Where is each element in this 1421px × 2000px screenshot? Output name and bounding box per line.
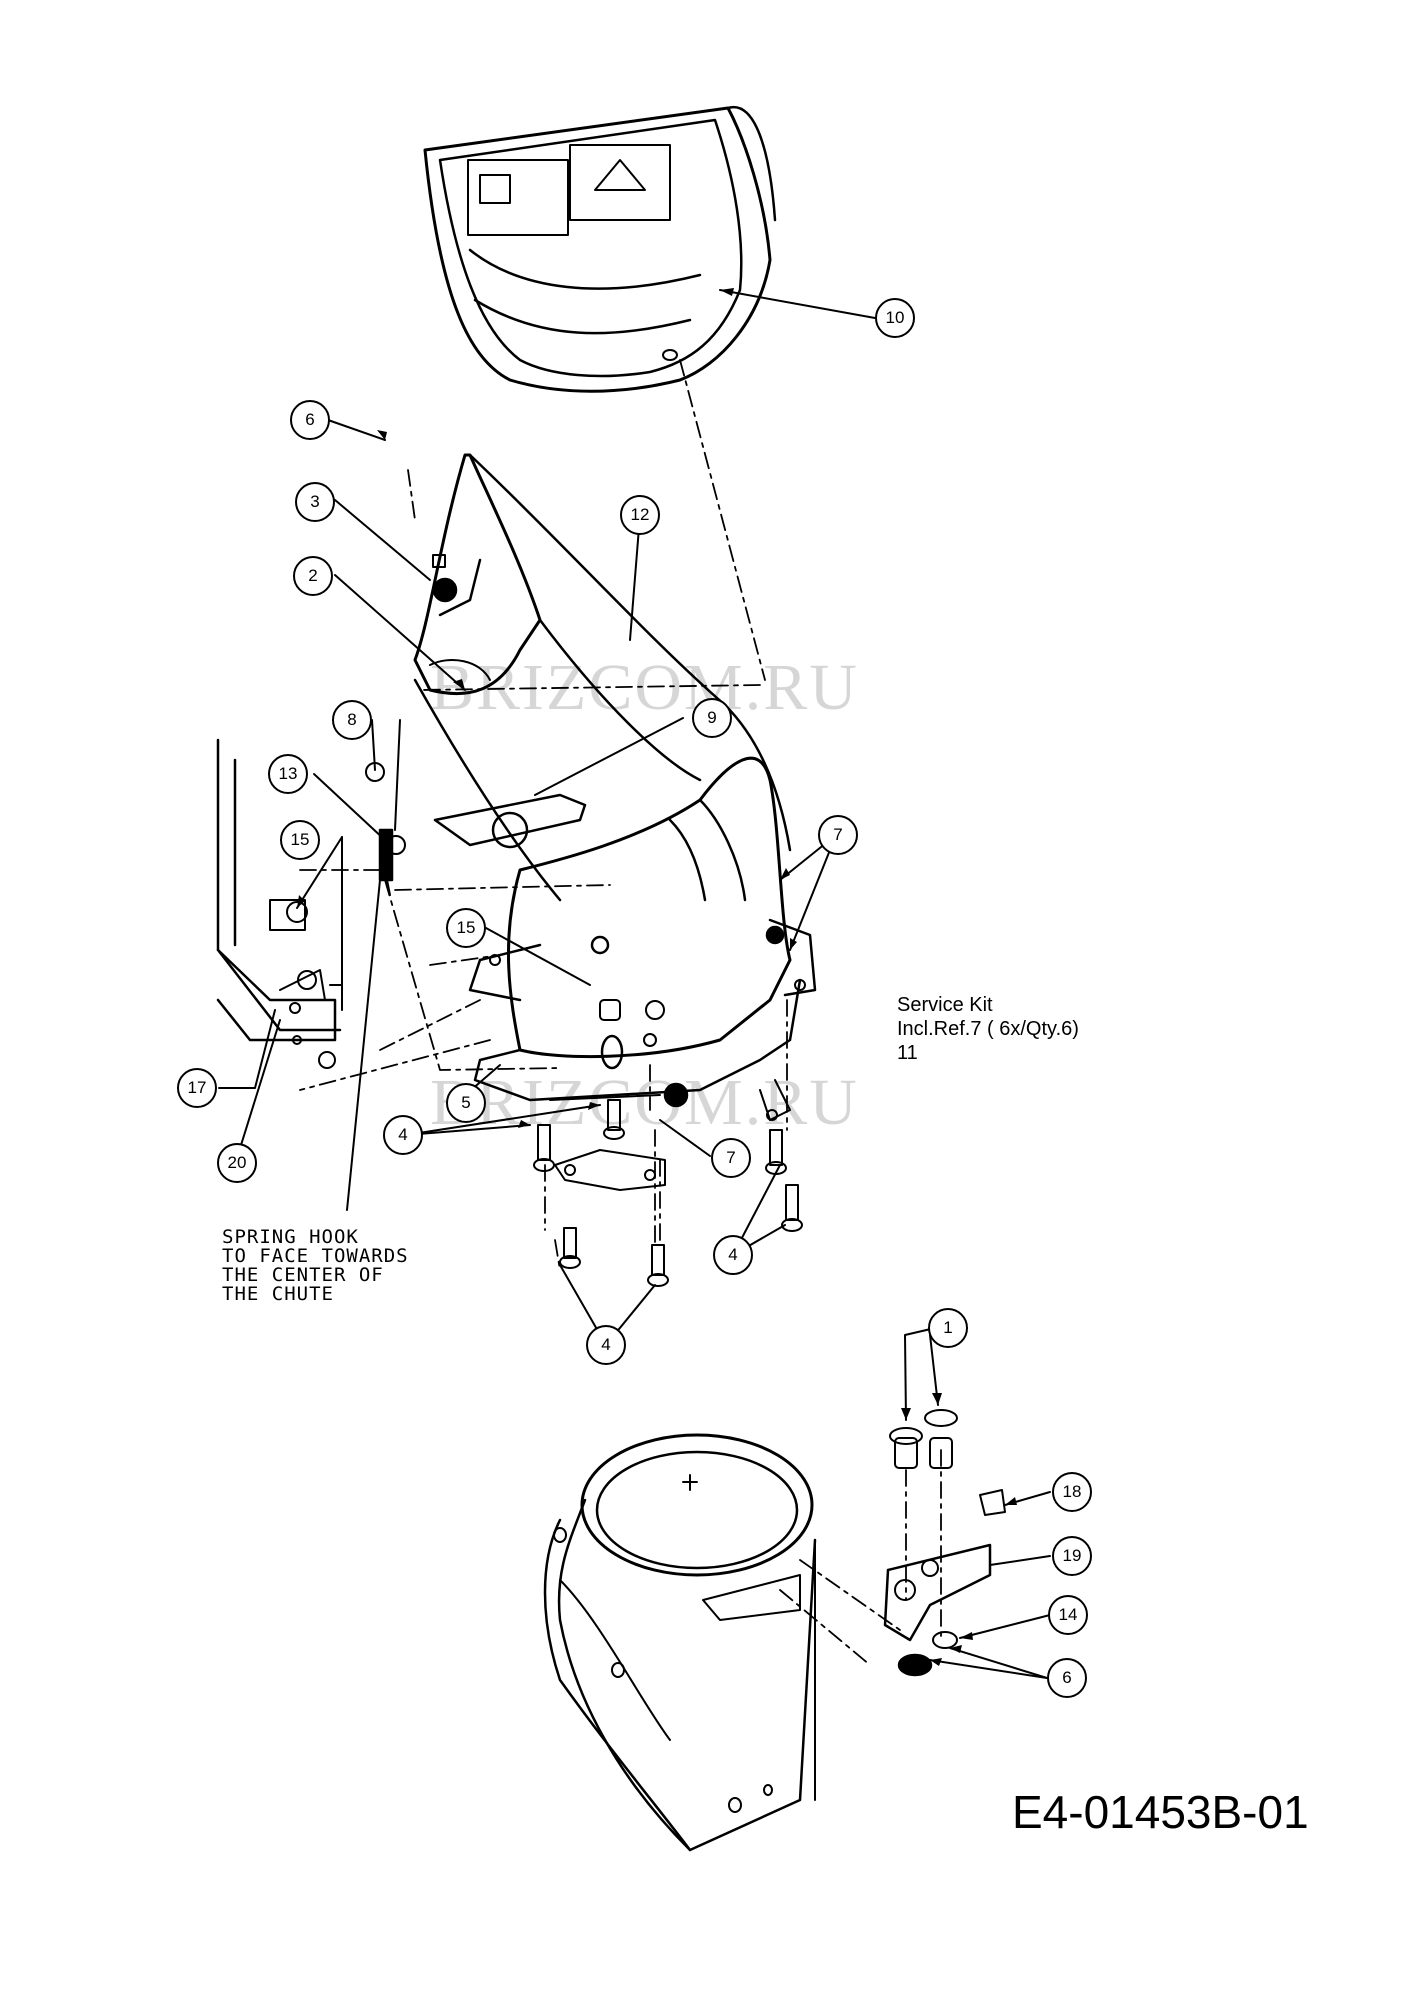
side-bracket-part bbox=[216, 738, 342, 1069]
callout-1: 1 bbox=[928, 1308, 968, 1348]
service-kit-ref: 11 bbox=[897, 1042, 918, 1064]
lower-chute-part bbox=[543, 1433, 817, 1852]
callout-17: 17 bbox=[177, 1068, 217, 1108]
callout-15-upper: 15 bbox=[280, 820, 320, 860]
callout-3: 3 bbox=[295, 482, 335, 522]
spring-part bbox=[365, 762, 406, 896]
service-kit-note: Service Kit Incl.Ref.7 ( 6x/Qty.6) 11 bbox=[897, 993, 1079, 1065]
spring-note-line-4: THE CHUTE bbox=[222, 1283, 334, 1305]
leader-arrowheads bbox=[297, 288, 1017, 1666]
spring-note-line-2: TO FACE TOWARDS bbox=[222, 1245, 409, 1267]
callout-9: 9 bbox=[692, 698, 732, 738]
callout-2: 2 bbox=[293, 556, 333, 596]
spring-note-line-3: THE CENTER OF bbox=[222, 1264, 384, 1286]
drawing-code: E4-01453B-01 bbox=[1012, 1786, 1309, 1838]
upper-chute-part bbox=[413, 453, 792, 902]
callout-13: 13 bbox=[268, 754, 308, 794]
spring-hook-note: SPRING HOOK TO FACE TOWARDS THE CENTER O… bbox=[222, 1228, 409, 1304]
callout-6-lower: 6 bbox=[1047, 1658, 1087, 1698]
callout-5: 5 bbox=[446, 1083, 486, 1123]
callout-4-bottom: 4 bbox=[586, 1325, 626, 1365]
callout-4-left: 4 bbox=[383, 1115, 423, 1155]
callout-8: 8 bbox=[332, 700, 372, 740]
callout-10: 10 bbox=[875, 298, 915, 338]
callout-15-lower: 15 bbox=[446, 908, 486, 948]
chute-body-part bbox=[468, 756, 817, 1121]
callout-20: 20 bbox=[217, 1143, 257, 1183]
watermark-top: BRIZCOM.RU bbox=[430, 651, 859, 724]
deflector-part bbox=[423, 105, 777, 393]
callout-18: 18 bbox=[1052, 1472, 1092, 1512]
callout-19: 19 bbox=[1052, 1536, 1092, 1576]
service-kit-detail: Incl.Ref.7 ( 6x/Qty.6) bbox=[897, 1018, 1079, 1040]
spring-note-line-1: SPRING HOOK bbox=[222, 1226, 359, 1248]
service-kit-title: Service Kit bbox=[897, 994, 993, 1016]
callout-12: 12 bbox=[620, 495, 660, 535]
bracket-hardware bbox=[883, 1409, 1006, 1677]
callout-14: 14 bbox=[1048, 1595, 1088, 1635]
handle-part bbox=[433, 793, 587, 849]
callout-6: 6 bbox=[290, 400, 330, 440]
callout-4-right: 4 bbox=[713, 1235, 753, 1275]
callout-7-lower: 7 bbox=[711, 1138, 751, 1178]
screws-part-4 bbox=[533, 1099, 803, 1287]
callout-7-upper: 7 bbox=[818, 815, 858, 855]
